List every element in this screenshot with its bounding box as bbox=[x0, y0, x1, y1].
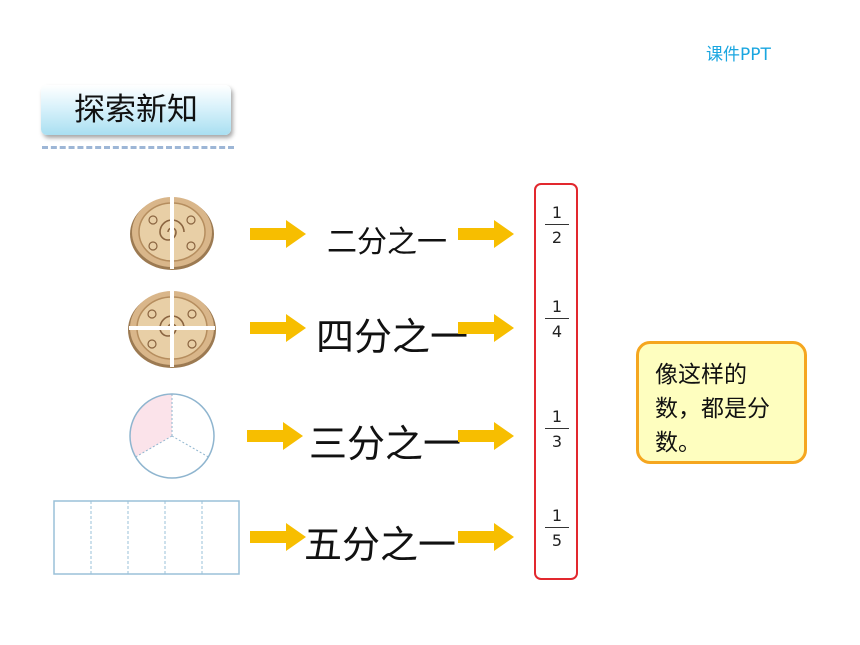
watermark-text: 课件PPT bbox=[706, 45, 771, 65]
arrow-right-icon bbox=[458, 314, 514, 342]
fraction-denominator: 3 bbox=[551, 432, 563, 451]
fraction-numerator: 1 bbox=[551, 506, 563, 525]
fraction-denominator: 5 bbox=[551, 531, 563, 550]
fraction: 1 4 bbox=[542, 297, 572, 341]
fraction-numerator: 1 bbox=[551, 407, 563, 426]
note-text: 像这样的数，都是分数。 bbox=[655, 362, 770, 456]
fraction-numerator: 1 bbox=[551, 297, 563, 316]
arrow-right-icon bbox=[247, 422, 303, 450]
arrow-right-icon bbox=[458, 220, 514, 248]
rectangle-fifths-icon bbox=[53, 500, 240, 575]
fraction-label: 五分之一 bbox=[304, 523, 457, 567]
note-box: 像这样的数，都是分数。 bbox=[636, 341, 807, 464]
fraction-denominator: 2 bbox=[551, 228, 563, 247]
arrow-right-icon bbox=[250, 220, 306, 248]
section-title: 探索新知 bbox=[74, 92, 198, 128]
fraction-bar bbox=[545, 527, 569, 528]
fraction-numerator: 1 bbox=[551, 203, 563, 222]
fraction-bar bbox=[545, 428, 569, 429]
section-title-box: 探索新知 bbox=[41, 85, 231, 135]
fraction-label: 三分之一 bbox=[309, 422, 462, 466]
circle-thirds-icon bbox=[129, 393, 215, 479]
cookie-halves-icon bbox=[130, 195, 214, 270]
fraction-label: 四分之一 bbox=[316, 315, 469, 359]
cookie-quarters-icon bbox=[128, 289, 216, 368]
fraction: 1 2 bbox=[542, 203, 572, 247]
arrow-right-icon bbox=[250, 314, 306, 342]
fraction-label: 二分之一 bbox=[327, 225, 447, 260]
fraction-denominator: 4 bbox=[551, 322, 563, 341]
fraction-bar bbox=[545, 224, 569, 225]
arrow-right-icon bbox=[250, 523, 306, 551]
fraction: 1 3 bbox=[542, 407, 572, 451]
arrow-right-icon bbox=[458, 523, 514, 551]
fraction-bar bbox=[545, 318, 569, 319]
fractions-box bbox=[534, 183, 578, 580]
fraction: 1 5 bbox=[542, 506, 572, 550]
title-dashed-underline bbox=[42, 146, 234, 149]
arrow-right-icon bbox=[458, 422, 514, 450]
